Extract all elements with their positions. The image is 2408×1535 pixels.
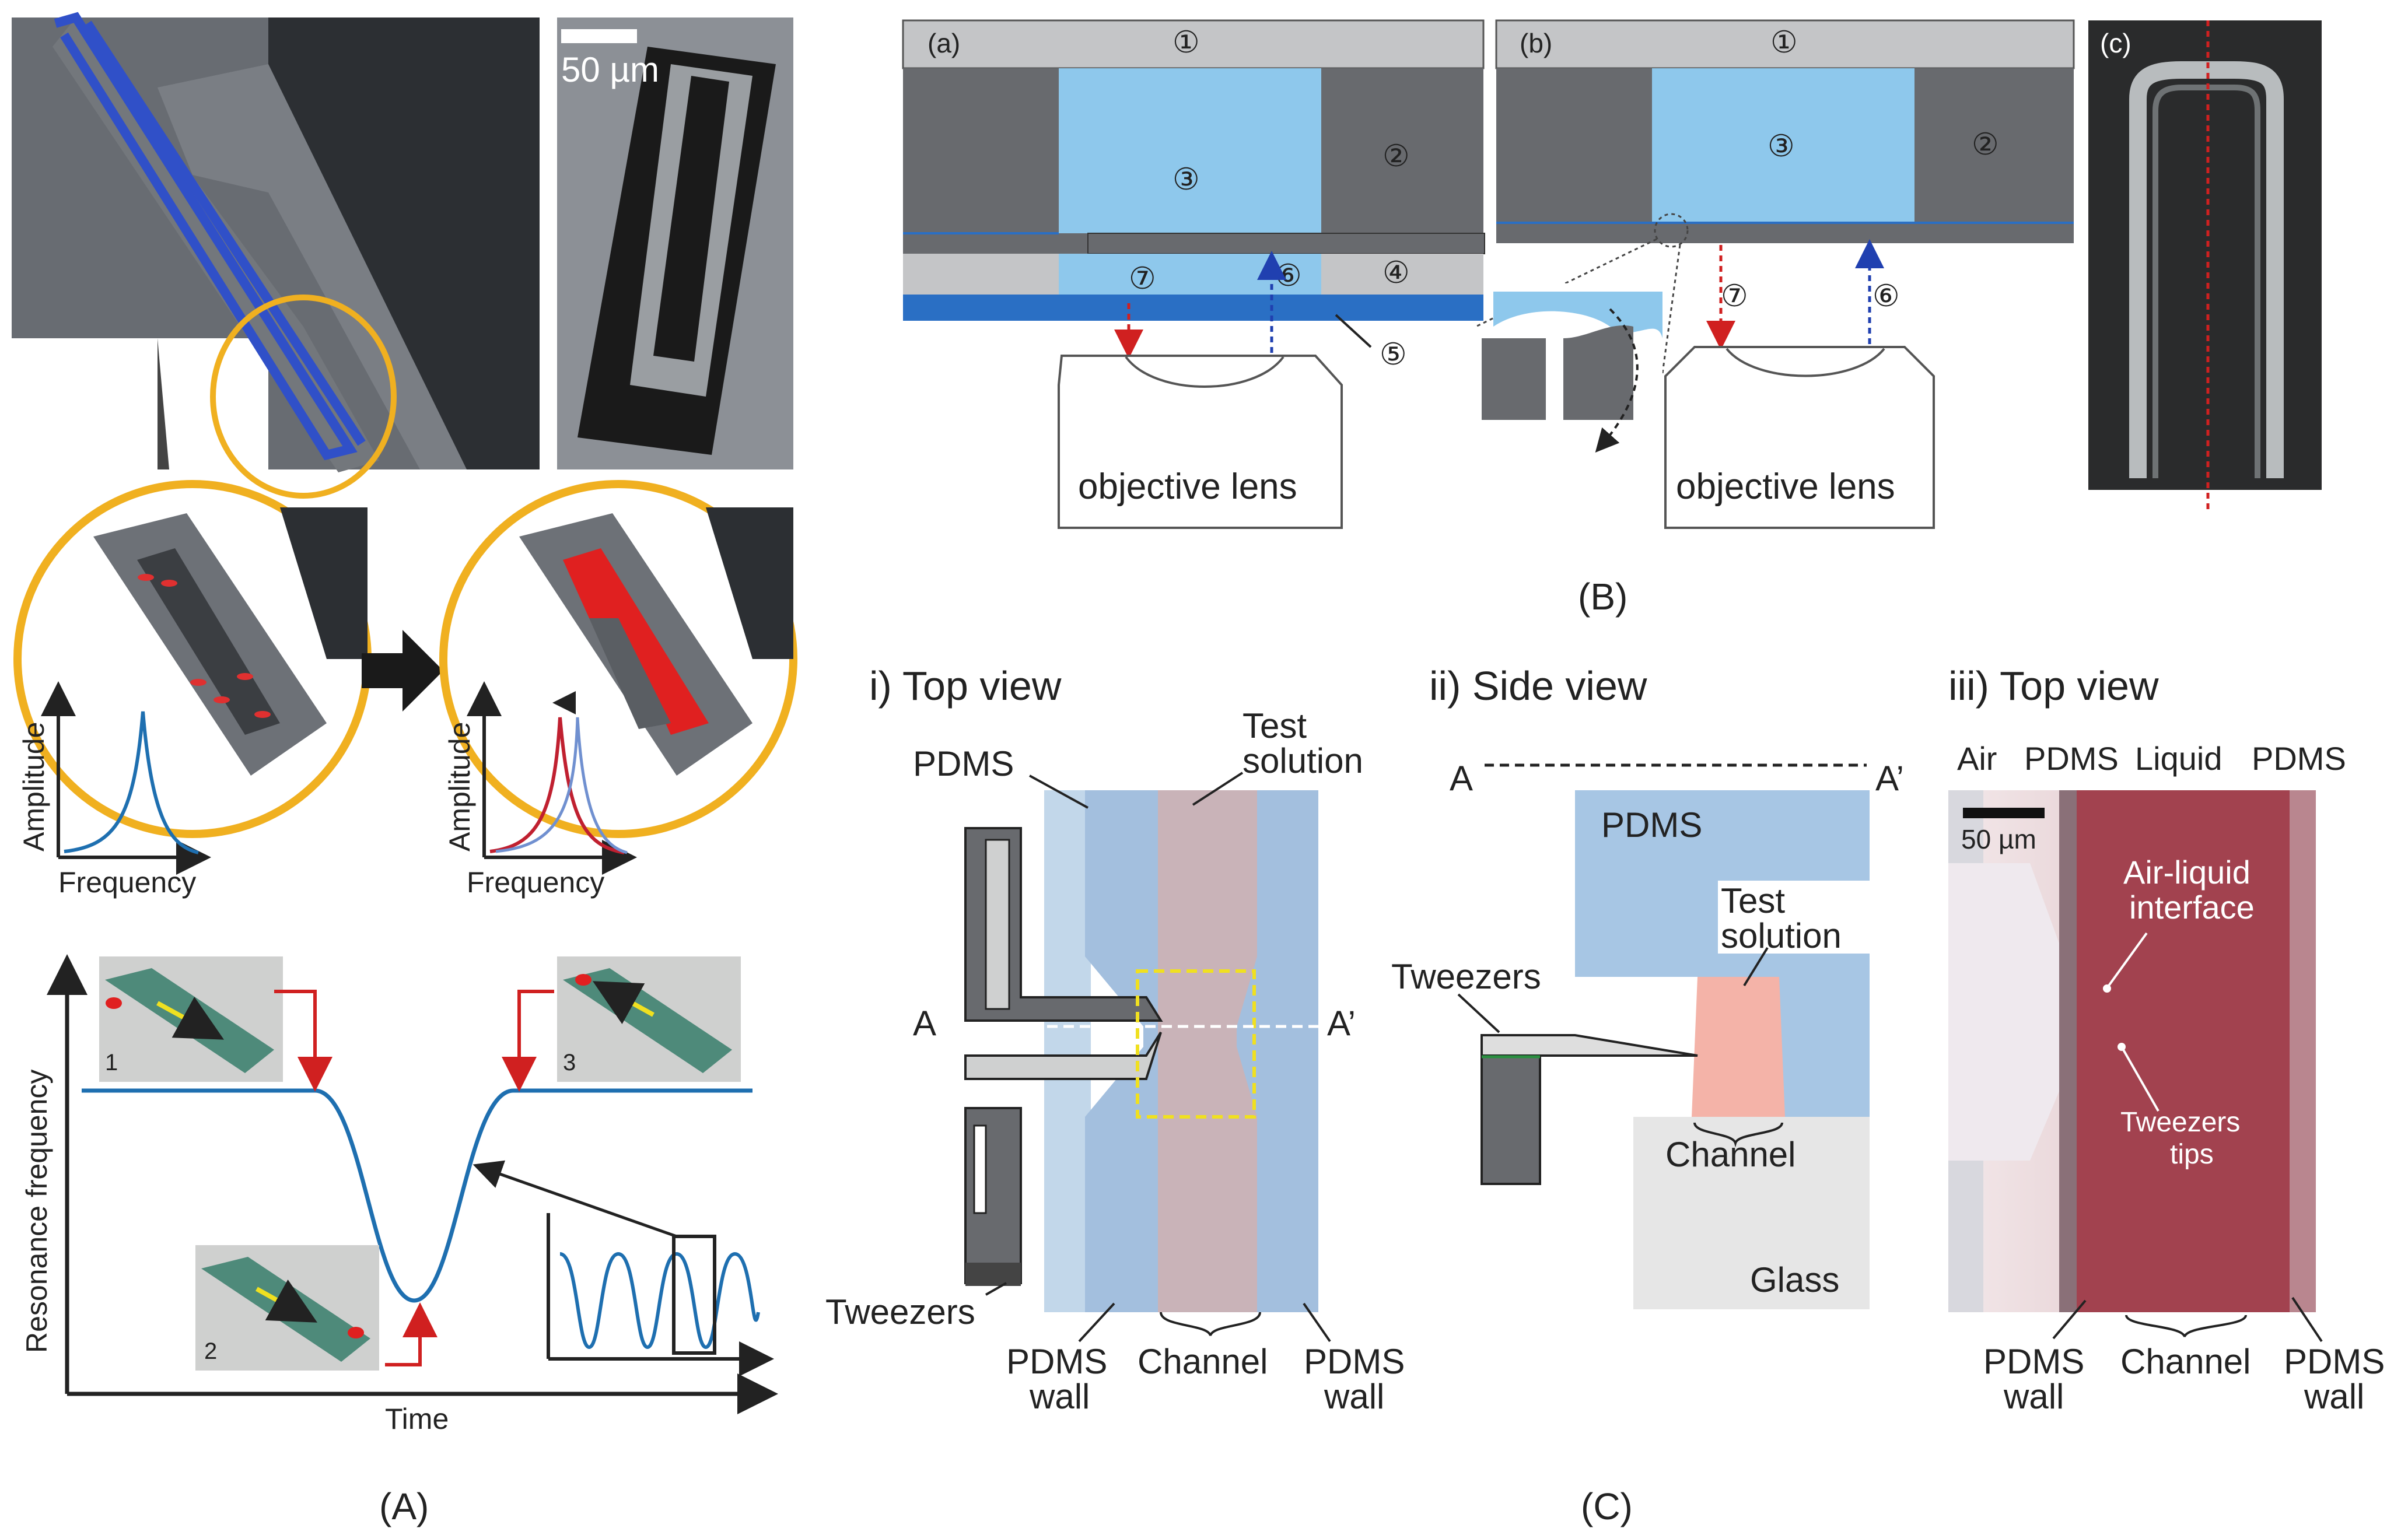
svg-text:①: ①: [1770, 26, 1798, 59]
svg-text:wall: wall: [2304, 1377, 2364, 1416]
svg-text:Air: Air: [1957, 740, 1997, 777]
svg-text:Air-liquid: Air-liquid: [2123, 854, 2250, 891]
svg-text:3: 3: [563, 1050, 576, 1075]
svg-text:②: ②: [1972, 128, 1999, 162]
svg-text:⑥: ⑥: [1275, 259, 1302, 293]
svg-text:(c): (c): [2100, 28, 2132, 58]
svg-text:A: A: [913, 1004, 936, 1043]
magnified-interface: [1482, 283, 1662, 458]
svg-text:i) Top view: i) Top view: [869, 663, 1062, 709]
svg-text:A’: A’: [1327, 1004, 1356, 1043]
panel-b-b: (b) ① ② ③ ⑥ ⑦ objective lens: [1475, 19, 2075, 529]
svg-text:(b): (b): [1520, 28, 1552, 58]
svg-text:Channel: Channel: [1665, 1135, 1796, 1174]
inset-2: 2: [195, 1245, 379, 1371]
inset-1: 1: [99, 956, 283, 1082]
svg-text:wall: wall: [1324, 1377, 1384, 1416]
zoom-circle-right: Amplitude Frequency: [439, 480, 797, 899]
panel-c-iii: iii) Top view Air PDMS Liquid PDMS 50 µm…: [1948, 663, 2385, 1416]
panel-b: (a) ① ② ③ ④ ⑤ ⑥ ⑦ objective lens (b) ① ②…: [902, 19, 2322, 618]
svg-text:Liquid: Liquid: [2135, 740, 2222, 777]
svg-text:(a): (a): [928, 28, 960, 58]
panel-b-c: (c): [2088, 20, 2322, 513]
scale-bar: [561, 29, 637, 43]
oscillation-inset: [547, 1213, 774, 1376]
svg-text:PDMS: PDMS: [2252, 740, 2346, 777]
objective-lens-label: objective lens: [1078, 467, 1297, 507]
svg-text:PDMS: PDMS: [1601, 805, 1702, 844]
zoom-circle-left: Amplitude Frequency: [13, 480, 372, 899]
panel-c-i: i) Top view A A’ PDMS Test solution: [825, 663, 1405, 1416]
tweezers-label: Tweezers: [825, 1292, 975, 1331]
svg-text:Channel: Channel: [2120, 1342, 2251, 1381]
svg-text:⑥: ⑥: [1873, 279, 1900, 313]
panel-c: i) Top view A A’ PDMS Test solution: [825, 663, 2385, 1527]
panel-a-label: (A): [379, 1485, 429, 1527]
svg-text:A’: A’: [1875, 759, 1904, 798]
scale-bar-label: 50 µm: [561, 50, 659, 89]
svg-text:tips: tips: [2170, 1139, 2214, 1170]
svg-text:Test: Test: [1721, 881, 1785, 920]
panel-b-label: (B): [1578, 576, 1628, 618]
svg-text:②: ②: [1382, 139, 1410, 173]
svg-text:③: ③: [1768, 129, 1795, 163]
objective-lens-label-b: objective lens: [1676, 467, 1895, 507]
glass-label: Glass: [1750, 1260, 1839, 1299]
svg-text:③: ③: [1172, 163, 1200, 197]
svg-text:Tweezers: Tweezers: [2120, 1107, 2240, 1138]
svg-text:ii) Side view: ii) Side view: [1429, 663, 1647, 709]
amplitude-label-right: Amplitude: [443, 722, 476, 851]
svg-text:⑤: ⑤: [1380, 338, 1407, 372]
svg-text:⑦: ⑦: [1721, 279, 1748, 313]
svg-text:wall: wall: [1029, 1377, 1090, 1416]
svg-text:solution: solution: [1721, 916, 1842, 955]
pdms-label: PDMS: [913, 744, 1014, 783]
svg-text:④: ④: [1382, 256, 1410, 290]
svg-text:PDMS: PDMS: [2284, 1342, 2385, 1381]
time-label: Time: [385, 1403, 449, 1435]
svg-text:①: ①: [1172, 26, 1200, 59]
svg-text:PDMS: PDMS: [1006, 1342, 1107, 1381]
frequency-label-right: Frequency: [467, 866, 604, 899]
panel-c-ii: ii) Side view A A’ PDMS Test solution Tw…: [1391, 663, 1904, 1309]
svg-text:PDMS: PDMS: [1304, 1342, 1405, 1381]
svg-text:⑦: ⑦: [1129, 262, 1156, 296]
tweezers-top-view: [964, 827, 1163, 1286]
svg-text:Channel: Channel: [1138, 1342, 1268, 1381]
amplitude-label: Amplitude: [18, 722, 50, 851]
panel-b-a: (a) ① ② ③ ④ ⑤ ⑥ ⑦ objective lens: [902, 19, 1485, 529]
svg-text:Tweezers: Tweezers: [1391, 957, 1541, 996]
svg-text:iii) Top view: iii) Top view: [1948, 663, 2159, 709]
inset-3: 3: [557, 956, 741, 1082]
svg-text:2: 2: [204, 1338, 217, 1364]
resonance-plot: Resonance frequency Time 1 3: [20, 954, 778, 1435]
svg-text:interface: interface: [2129, 889, 2255, 926]
svg-text:Test: Test: [1242, 706, 1307, 745]
resonance-label: Resonance frequency: [20, 1070, 53, 1353]
svg-text:wall: wall: [2003, 1377, 2064, 1416]
svg-text:A: A: [1450, 759, 1473, 798]
svg-text:solution: solution: [1242, 741, 1363, 780]
svg-text:1: 1: [105, 1050, 118, 1075]
panel-a: 50 µm Amplitude Frequency: [12, 12, 797, 1527]
cantilever-render: [12, 12, 540, 499]
scale-bar-c: [1963, 808, 2045, 818]
panel-c-label: (C): [1581, 1485, 1633, 1527]
svg-text:PDMS: PDMS: [1983, 1342, 2084, 1381]
frequency-label: Frequency: [58, 866, 196, 899]
svg-text:50 µm: 50 µm: [1961, 824, 2036, 854]
sem-image: 50 µm: [557, 17, 793, 469]
transition-arrow: [362, 630, 443, 712]
svg-text:PDMS: PDMS: [2024, 740, 2119, 777]
